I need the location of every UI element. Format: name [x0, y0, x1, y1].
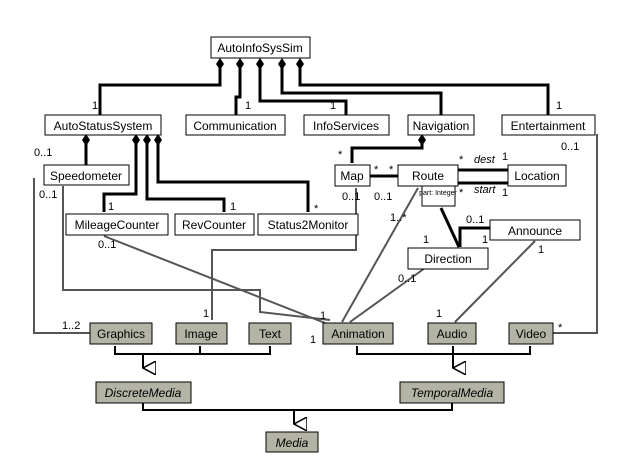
- class-video[interactable]: Video: [508, 322, 554, 345]
- class-label: RevCounter: [182, 218, 246, 232]
- class-text[interactable]: Text: [248, 322, 292, 345]
- class-label: Graphics: [97, 327, 145, 341]
- class-label: Map: [340, 169, 364, 183]
- class-label: Communication: [193, 119, 276, 133]
- mult-anim-b: 1: [320, 310, 326, 322]
- class-label: AutoStatusSystem: [54, 119, 153, 133]
- class-label: Direction: [424, 252, 471, 266]
- mult-graphics: 1..2: [62, 320, 80, 332]
- class-auto-info-sys-sim[interactable]: AutoInfoSysSim: [210, 36, 311, 59]
- mult-sim-info: 1: [330, 100, 336, 112]
- mult-dir-anim: 0..1: [398, 273, 416, 285]
- class-label: Image: [184, 327, 218, 341]
- mult-route-dest-route: *: [459, 154, 464, 166]
- class-animation[interactable]: Animation: [322, 322, 394, 345]
- class-communication[interactable]: Communication: [185, 114, 286, 136]
- class-label: DiscreteMedia: [105, 386, 182, 400]
- class-label: Navigation: [413, 119, 470, 133]
- mult-route-start-route: *: [459, 187, 464, 199]
- role-dest: dest: [474, 154, 496, 166]
- mult-announce-dir: 1: [482, 234, 488, 246]
- class-label: Route: [412, 169, 444, 183]
- class-audio[interactable]: Audio: [427, 322, 477, 345]
- role-start: start: [474, 184, 496, 196]
- class-label: Entertainment: [511, 119, 586, 133]
- mult-announce-audio: 1: [538, 244, 544, 256]
- class-label: MileageCounter: [75, 218, 160, 232]
- mult-dir-route: 1: [423, 234, 429, 246]
- class-route[interactable]: Route: [397, 164, 459, 187]
- class-announce[interactable]: Announce: [489, 219, 581, 241]
- mult-speedo-status: 0..1: [34, 147, 52, 159]
- mult-mileage-anim: 0..1: [98, 239, 116, 251]
- class-mileage-counter[interactable]: MileageCounter: [65, 213, 169, 236]
- class-auto-status-system[interactable]: AutoStatusSystem: [44, 114, 162, 136]
- mult-mileage: 1: [108, 201, 114, 213]
- class-image[interactable]: Image: [175, 322, 228, 345]
- generalization-lines: [114, 346, 531, 424]
- mult-sim-comm: 1: [245, 100, 251, 112]
- class-navigation[interactable]: Navigation: [407, 114, 475, 136]
- mult-ent-video: *: [558, 322, 563, 334]
- mult-audio: 1: [436, 308, 442, 320]
- class-status2monitor[interactable]: Status2Monitor: [257, 213, 359, 236]
- class-label: Video: [516, 327, 547, 341]
- class-label: AutoInfoSysSim: [217, 41, 302, 55]
- class-map[interactable]: Map: [334, 164, 371, 187]
- class-label: Speedometer: [50, 169, 122, 183]
- mult-rev: 1: [230, 201, 236, 213]
- mult-route-dir: 1..*: [390, 212, 407, 224]
- mult-map-anim: 0..1: [342, 191, 360, 203]
- mult-ent-top: 0..1: [561, 141, 579, 153]
- class-speedometer[interactable]: Speedometer: [43, 164, 130, 186]
- qualifier-text: part: Integer: [419, 190, 457, 197]
- mult-sim-ent: 1: [556, 100, 562, 112]
- class-label: Media: [276, 436, 309, 450]
- mult-route-anim: 0..1: [374, 191, 392, 203]
- class-discrete-media[interactable]: DiscreteMedia: [95, 381, 192, 404]
- qualifier-box: part: Integer: [419, 185, 458, 207]
- mult-sim-status: 1: [92, 100, 98, 112]
- class-label: InfoServices: [313, 119, 379, 133]
- class-rev-counter[interactable]: RevCounter: [174, 213, 255, 236]
- mult-dir-announce: 0..1: [466, 214, 484, 226]
- mult-speedo-anim: 0..1: [39, 189, 57, 201]
- class-label: Animation: [331, 327, 384, 341]
- multiplicity-labels: 1 1 1 1 0..1 0..1 1 1 * * * * 0..1 0..1 …: [34, 100, 579, 346]
- class-label: Text: [259, 327, 282, 341]
- mult-anim-a: 1: [310, 334, 316, 346]
- mult-status2: *: [314, 203, 319, 215]
- class-temporal-media[interactable]: TemporalMedia: [399, 381, 505, 404]
- mult-map-route-a: *: [374, 164, 379, 176]
- mult-route-dest-loc: 1: [502, 151, 508, 163]
- class-location[interactable]: Location: [507, 164, 567, 187]
- composition-diamonds: [82, 58, 426, 146]
- class-info-services[interactable]: InfoServices: [303, 114, 390, 136]
- mult-map-route-b: *: [389, 164, 394, 176]
- mult-image: 1: [203, 308, 209, 320]
- mult-nav-map: *: [338, 149, 343, 161]
- class-label: Audio: [437, 327, 468, 341]
- class-label: TemporalMedia: [411, 386, 494, 400]
- class-direction[interactable]: Direction: [407, 247, 489, 270]
- class-label: Location: [514, 169, 559, 183]
- class-graphics[interactable]: Graphics: [89, 322, 153, 345]
- class-entertainment[interactable]: Entertainment: [501, 114, 596, 136]
- class-media[interactable]: Media: [265, 431, 319, 453]
- class-label: Announce: [508, 224, 562, 238]
- mult-route-start-loc: 1: [502, 187, 508, 199]
- class-label: Status2Monitor: [268, 218, 349, 232]
